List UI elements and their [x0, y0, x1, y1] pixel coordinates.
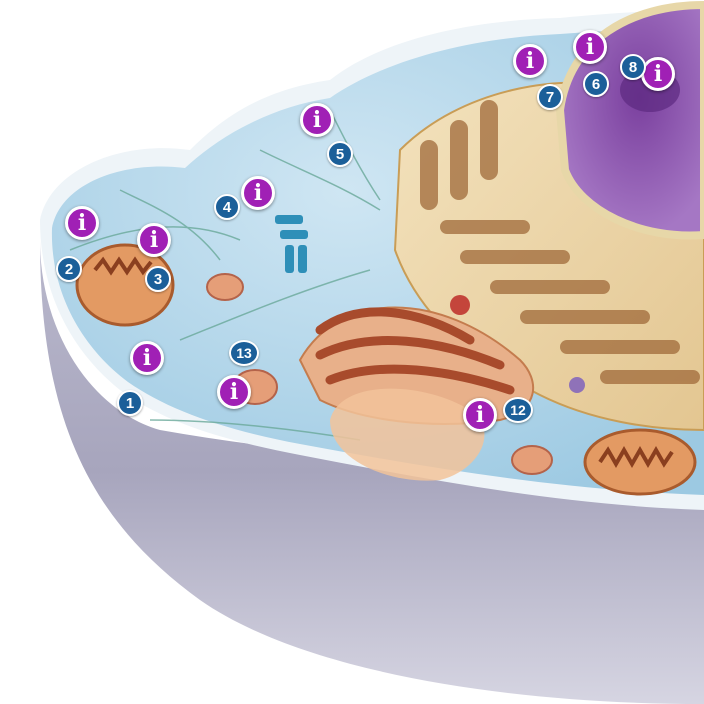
peroxisome — [450, 295, 470, 315]
info-icon-cytoskeleton[interactable]: i — [300, 103, 334, 137]
cell-membrane-outer — [40, 240, 704, 704]
number-badge-6: 6 — [583, 71, 609, 97]
number-badge-12: 12 — [503, 397, 533, 423]
number-badge-2: 2 — [56, 256, 82, 282]
info-icon-nucleolus[interactable]: i — [641, 57, 675, 91]
number-badge-13: 13 — [229, 340, 259, 366]
vesicle-cluster — [330, 388, 485, 481]
info-icon-lysosome[interactable]: i — [217, 375, 251, 409]
vacuole — [569, 377, 585, 393]
info-icon-er[interactable]: i — [513, 44, 547, 78]
info-icon-mitochondrion[interactable]: i — [65, 206, 99, 240]
number-badge-5: 5 — [327, 141, 353, 167]
info-icon-membrane[interactable]: i — [130, 341, 164, 375]
centrosome — [275, 215, 308, 273]
number-badge-8: 8 — [620, 54, 646, 80]
info-icon-nuclear-envelope[interactable]: i — [573, 30, 607, 64]
info-icon-centrosome[interactable]: i — [241, 176, 275, 210]
mitochondrion-left — [75, 243, 175, 327]
number-badge-7: 7 — [537, 84, 563, 110]
number-badge-3: 3 — [145, 266, 171, 292]
number-badge-4: 4 — [214, 194, 240, 220]
info-icon-golgi[interactable]: i — [463, 398, 497, 432]
number-badge-1: 1 — [117, 390, 143, 416]
mitochondrion-right — [583, 428, 697, 496]
info-icon-cytoplasm[interactable]: i — [137, 223, 171, 257]
